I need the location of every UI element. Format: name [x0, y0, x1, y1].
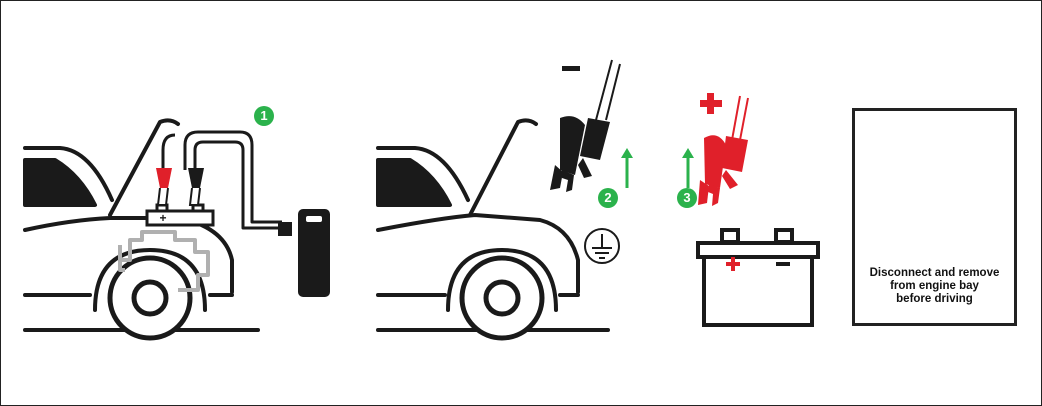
car-battery-icon: [698, 230, 818, 325]
positive-clamp-small: [156, 168, 172, 205]
small-battery-plus: +: [159, 211, 166, 225]
step-2-badge: 2: [598, 188, 618, 208]
warning-card: Disconnect and remove from engine bay be…: [852, 108, 1017, 326]
arrow-up-step3: [682, 148, 694, 188]
ground-symbol-icon: [585, 229, 619, 263]
warning-line-1: Disconnect and remove: [855, 267, 1014, 280]
positive-clamp-icon: [698, 96, 748, 206]
step-3-badge: 3: [677, 188, 697, 208]
arrow-up-step2: [621, 148, 633, 188]
negative-clamp-icon: [550, 60, 620, 192]
negative-clamp-small: [188, 168, 204, 205]
wheel-middle: [462, 258, 542, 338]
warning-text: Disconnect and remove from engine bay be…: [855, 267, 1014, 306]
warning-line-3: before driving: [855, 293, 1014, 306]
jump-starter-icon: [278, 209, 330, 297]
car-battery-small: [147, 205, 213, 225]
step-1-badge: 1: [254, 106, 274, 126]
positive-sign-icon: [700, 93, 722, 114]
warning-line-2: from engine bay: [855, 280, 1014, 293]
